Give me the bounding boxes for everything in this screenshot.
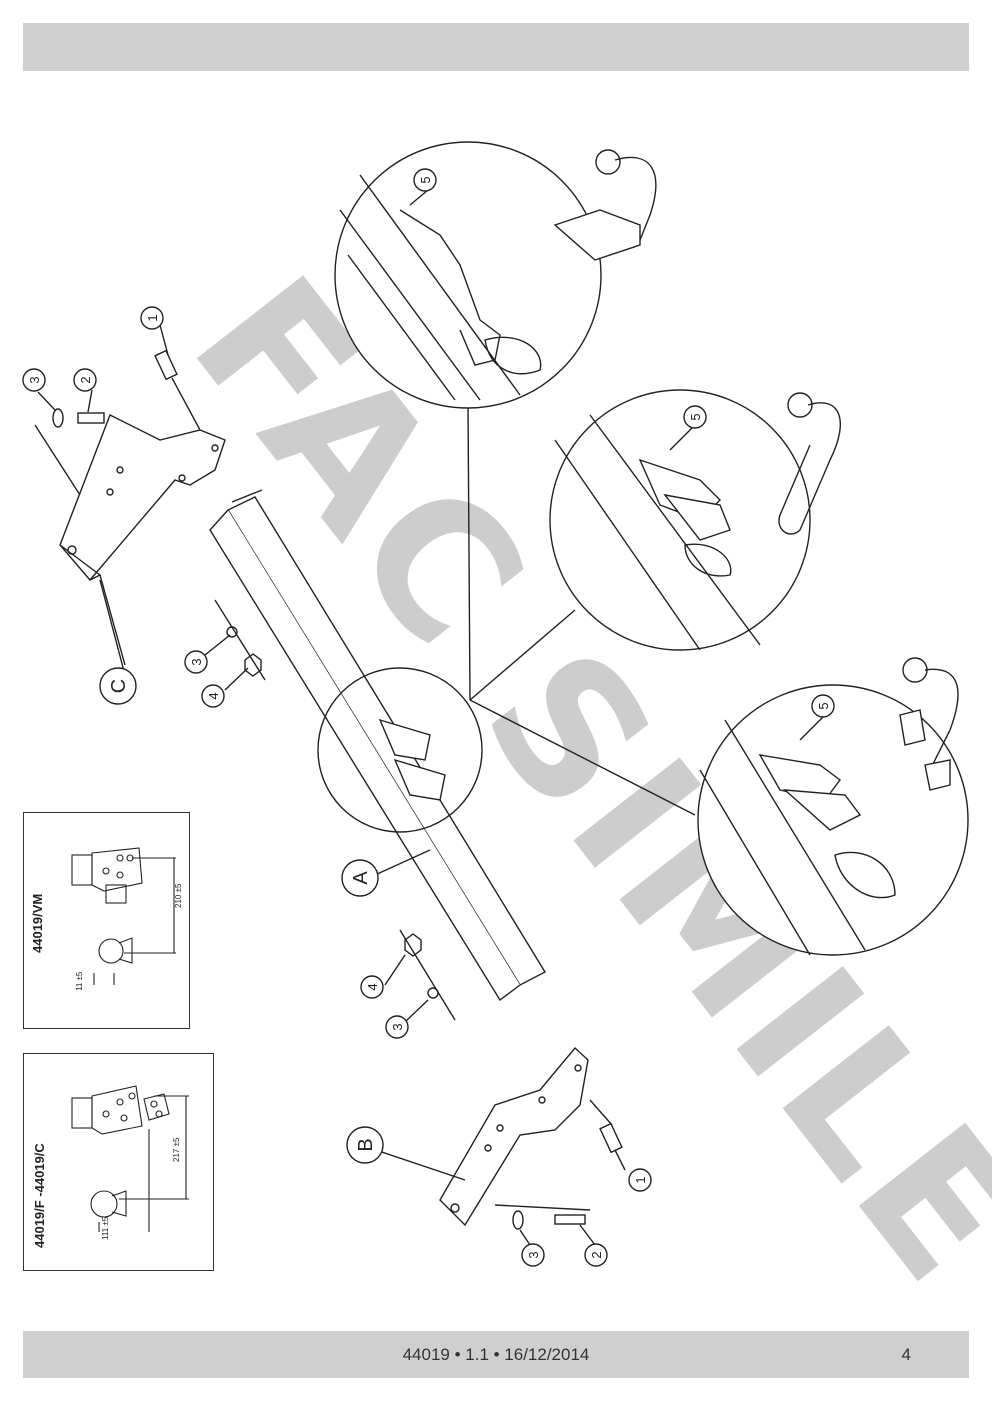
zoom-circle-top <box>334 141 657 409</box>
svg-text:C: C <box>108 679 130 693</box>
callout-3-right: 3 <box>385 1015 409 1039</box>
svg-text:5: 5 <box>688 413 703 420</box>
svg-text:2: 2 <box>589 1251 604 1258</box>
callout-3-left: 3 <box>184 650 208 674</box>
inset-fc-drawing: 217 ±5 111 ±5 <box>71 1085 189 1240</box>
bracket-b <box>369 1046 589 1227</box>
detail-circle-beam <box>317 667 483 833</box>
callout-1-bottom: 1 <box>628 1168 652 1192</box>
svg-text:3: 3 <box>526 1251 541 1258</box>
callout-2-bottom: 2 <box>584 1243 608 1267</box>
zoom-circle-middle <box>549 389 842 651</box>
svg-text:4: 4 <box>206 692 221 699</box>
callout-4-left: 4 <box>201 684 225 708</box>
callout-b: B <box>346 1126 384 1164</box>
inset-fc-dim-height: 217 ±5 <box>172 1137 181 1162</box>
tow-bar-assembly-diagram: 1 2 3 C 3 4 A 4 3 B 1 3 <box>22 141 969 1267</box>
inset-vm-dim-width: 11 ±5 <box>75 971 84 991</box>
callout-c: C <box>99 667 137 705</box>
inset-vm-dim-height: 210 ±5 <box>174 883 183 908</box>
svg-text:A: A <box>350 871 372 885</box>
inset-vm-drawing: 210 ±5 11 ±5 <box>71 847 183 991</box>
page-number: 4 <box>901 1345 911 1364</box>
bracket-c <box>59 414 226 666</box>
svg-text:5: 5 <box>816 702 831 709</box>
inset-fc-dim-width: 111 ±5 <box>101 1216 110 1240</box>
bolts-left <box>34 349 266 681</box>
svg-text:3: 3 <box>27 376 42 383</box>
inset-44019-f-c: 44019/F -44019/C 217 ±5 111 ±5 <box>23 1053 214 1271</box>
detail-beam-brackets <box>378 718 446 801</box>
header-bar <box>23 23 969 71</box>
callout-3-top: 3 <box>22 368 46 392</box>
svg-text:B: B <box>355 1138 377 1151</box>
svg-text:5: 5 <box>418 176 433 183</box>
callout-4-right: 4 <box>360 975 384 999</box>
callout-5-middle: 5 <box>683 405 707 429</box>
callout-1-top: 1 <box>140 306 164 330</box>
zoom-circle-lower <box>697 657 969 956</box>
svg-text:3: 3 <box>390 1023 405 1030</box>
svg-text:2: 2 <box>78 376 93 383</box>
svg-text:3: 3 <box>189 658 204 665</box>
callout-5-top: 5 <box>413 168 437 192</box>
document-reference: 44019 • 1.1 • 16/12/2014 <box>402 1345 590 1364</box>
callout-3-bottom: 3 <box>521 1243 545 1267</box>
footer-bar: 44019 • 1.1 • 16/12/2014 4 <box>23 1331 969 1378</box>
callout-a: A <box>341 859 379 897</box>
bolts-right <box>399 929 623 1230</box>
svg-text:4: 4 <box>365 983 380 990</box>
callout-2-top: 2 <box>73 368 97 392</box>
cross-beam-a <box>209 489 546 1002</box>
svg-text:1: 1 <box>633 1176 648 1183</box>
inset-44019-vm: 44019/VM 210 ±5 11 ±5 <box>23 812 190 1029</box>
svg-text:1: 1 <box>145 314 160 321</box>
callout-5-lower: 5 <box>811 694 835 718</box>
